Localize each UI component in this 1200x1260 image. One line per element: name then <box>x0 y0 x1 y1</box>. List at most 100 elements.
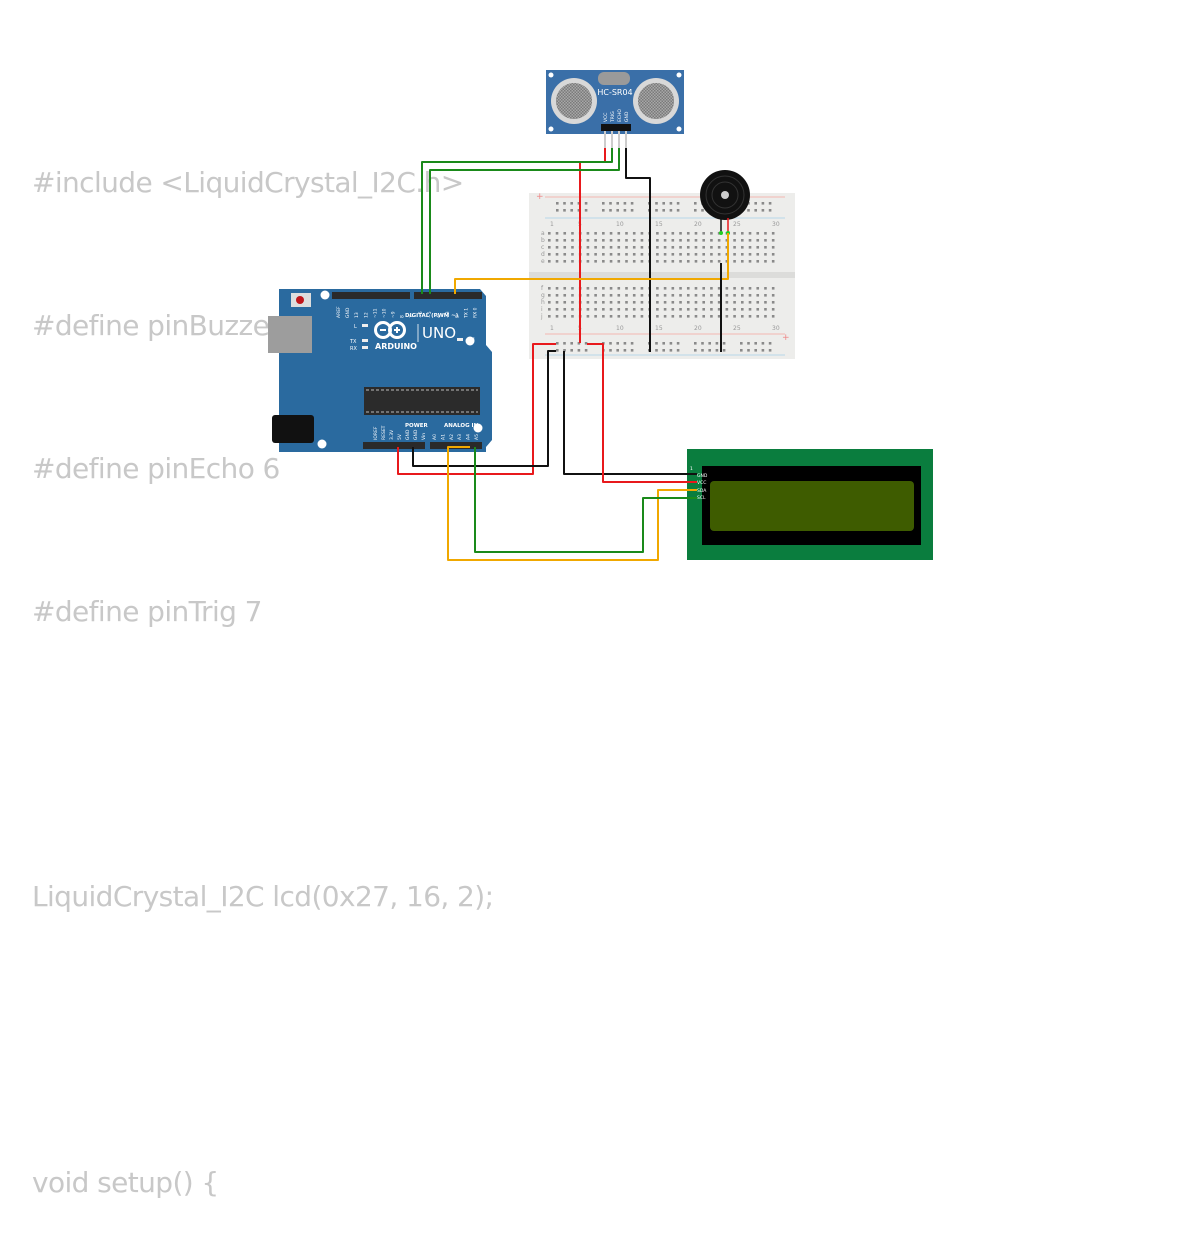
breadboard-hole <box>632 232 636 235</box>
breadboard-hole <box>747 342 750 345</box>
lcd-pin-label: VCC <box>697 480 706 486</box>
circuit-diagram: 1 5 10 15 20 25 30 1 5 10 15 20 25 30 a … <box>268 70 933 561</box>
breadboard-hole <box>679 315 682 318</box>
breadboard-hole <box>640 301 644 304</box>
breadboard-hole <box>756 315 760 318</box>
breadboard-hole <box>671 294 675 297</box>
breadboard-hole <box>563 232 567 235</box>
breadboard-hole <box>741 246 744 249</box>
breadboard-hole <box>710 232 713 235</box>
breadboard-hole <box>676 202 680 205</box>
led-label: RX <box>350 346 357 352</box>
bb-col-label: 30 <box>772 325 780 332</box>
breadboard-hole <box>555 308 559 311</box>
breadboard-hole <box>676 342 680 345</box>
breadboard-hole <box>563 342 566 345</box>
breadboard-hole <box>630 349 634 352</box>
breadboard-hole <box>710 294 713 297</box>
breadboard-hole <box>748 294 752 297</box>
breadboard-hole <box>632 239 636 242</box>
mount-hole <box>676 72 682 78</box>
breadboard-hole <box>577 349 581 352</box>
breadboard-hole <box>686 301 690 304</box>
breadboard-hole <box>548 232 551 235</box>
breadboard-hole <box>555 294 559 297</box>
breadboard-hole <box>625 260 628 263</box>
breadboard-hole <box>571 253 574 256</box>
breadboard-hole <box>686 253 690 256</box>
breadboard-hole <box>571 239 574 242</box>
bb-row-label: g <box>541 292 545 299</box>
breadboard-hole <box>617 232 621 235</box>
arduino-pin-label: 12 <box>363 312 369 318</box>
bb-row-label: e <box>541 258 545 265</box>
breadboard-hole <box>701 342 704 345</box>
breadboard-hole <box>584 209 588 212</box>
breadboard-hole <box>632 287 636 290</box>
breadboard-hole <box>717 287 721 290</box>
digital-header-right <box>414 292 482 299</box>
breadboard-hole <box>594 260 597 263</box>
breadboard-hole <box>686 260 690 263</box>
breadboard-hole <box>632 260 636 263</box>
arduino-pin-label: A5 <box>474 434 480 440</box>
breadboard-hole <box>701 349 704 352</box>
breadboard-hole <box>725 301 729 304</box>
arduino-uno: ARDUINO UNO DIGITAL (PWM ~) POWER ANALOG… <box>268 289 492 452</box>
breadboard-hole <box>663 253 667 256</box>
breadboard-hole <box>669 209 673 212</box>
breadboard-hole <box>679 232 682 235</box>
breadboard-hole <box>656 232 659 235</box>
arduino-pin-label: 4 <box>436 315 442 318</box>
breadboard-hole <box>725 239 729 242</box>
mount-hole <box>548 126 554 132</box>
arduino-logo <box>374 321 406 339</box>
breadboard-hole <box>602 246 605 249</box>
breadboard-hole <box>694 260 698 263</box>
breadboard-hole <box>768 349 772 352</box>
bb-row-label: i <box>541 306 543 313</box>
buzzer-pin <box>719 231 723 235</box>
crystal-oscillator <box>598 72 630 85</box>
breadboard-hole <box>571 287 574 290</box>
breadboard-hole <box>671 308 675 311</box>
breadboard-hole <box>548 239 551 242</box>
usb-port <box>268 316 312 353</box>
breadboard-hole <box>671 232 675 235</box>
lcd-screen <box>710 481 914 531</box>
breadboard-hole <box>748 246 752 249</box>
bb-col-label: 20 <box>694 325 702 332</box>
breadboard-hole <box>754 342 757 345</box>
breadboard-hole <box>756 308 760 311</box>
bb-row-label: h <box>541 299 545 306</box>
breadboard-hole <box>686 287 690 290</box>
breadboard-hole <box>632 294 636 297</box>
breadboard-hole <box>764 315 767 318</box>
ultrasonic-sensor: HC-SR04 VCC TRIG ECHO GND <box>546 70 684 148</box>
breadboard-hole <box>555 253 559 256</box>
breadboard-hole <box>570 209 573 212</box>
breadboard-hole <box>556 202 559 205</box>
breadboard-hole <box>623 342 627 345</box>
breadboard-hole <box>584 202 588 205</box>
breadboard-hole <box>669 349 673 352</box>
breadboard-hole <box>662 202 665 205</box>
breadboard-hole <box>617 253 621 256</box>
led-label: ON <box>467 337 475 343</box>
breadboard-hole <box>679 239 682 242</box>
breadboard-hole <box>748 232 752 235</box>
breadboard-hole <box>761 209 765 212</box>
breadboard-hole <box>555 315 559 318</box>
breadboard-hole <box>702 287 705 290</box>
arduino-pin-label: GND <box>405 429 411 440</box>
breadboard-hole <box>586 287 590 290</box>
breadboard-hole <box>563 287 567 290</box>
breadboard-hole <box>686 308 690 311</box>
breadboard-hole <box>741 260 744 263</box>
breadboard-hole <box>725 260 729 263</box>
mount-hole <box>465 336 475 346</box>
breadboard-hole <box>756 260 760 263</box>
breadboard-hole <box>586 253 590 256</box>
bb-row-label: d <box>541 251 545 258</box>
sensor-pin-label: GND <box>624 111 630 122</box>
